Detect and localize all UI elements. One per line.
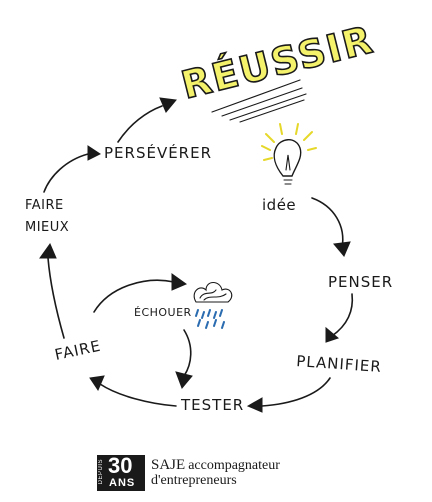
step-faire-mieux-1: FAIRE — [25, 198, 64, 213]
arrow-idee-penser — [311, 197, 344, 249]
logo-brand: SAJE — [151, 457, 186, 473]
step-echouer: ÉCHOUER — [134, 306, 192, 319]
arrow-planifier-tester — [261, 377, 331, 407]
arrow-faire-mieux-perseverer — [43, 153, 89, 193]
thirty-years-badge: DEPUIS 30 ANS — [97, 455, 145, 491]
cycle-arrows — [39, 97, 354, 413]
arrow-faire-faire-mieux — [47, 257, 65, 339]
step-penser: PENSER — [328, 273, 393, 291]
arrow-echouer-tester — [183, 329, 192, 377]
arrow-tester-faire — [99, 383, 177, 407]
logo-line2: d'entrepreneurs — [151, 473, 237, 488]
speed-lines — [211, 79, 307, 123]
step-perseverer: PERSÉVÉRER — [104, 143, 212, 162]
title-group: RÉUSSIR — [176, 16, 379, 108]
arrow-penser-planifier — [331, 293, 354, 337]
rain-cloud-icon — [193, 281, 233, 329]
badge-years: 30 — [108, 453, 133, 478]
lightbulb-icon — [261, 123, 317, 185]
arrow-perseverer-reussir — [117, 105, 163, 143]
badge-depuis: DEPUIS — [98, 459, 104, 485]
arrow-faire-echouer — [93, 279, 175, 313]
step-faire: FAIRE — [53, 337, 103, 364]
title-reussir: RÉUSSIR — [177, 17, 378, 107]
step-tester: TESTER — [180, 396, 244, 414]
badge-ans: ANS — [109, 477, 136, 489]
step-faire-mieux-2: MIEUX — [25, 220, 69, 235]
step-planifier: PLANIFIER — [296, 352, 383, 376]
step-idee: idée — [262, 196, 296, 214]
logo-line1-rest: accompagnateur — [188, 458, 280, 473]
